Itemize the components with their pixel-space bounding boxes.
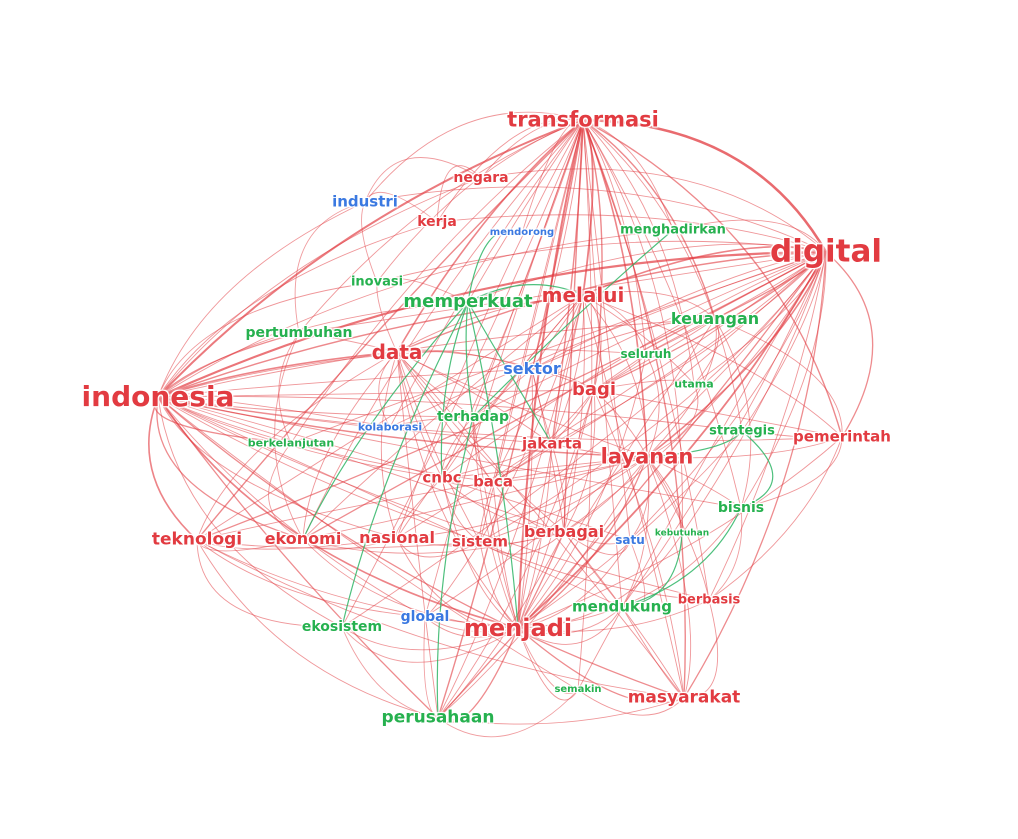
- node-global[interactable]: global: [400, 609, 450, 625]
- node-kebutuhan[interactable]: kebutuhan: [654, 528, 710, 539]
- node-indonesia[interactable]: indonesia: [81, 380, 235, 413]
- node-digital[interactable]: digital: [770, 233, 882, 270]
- node-layanan[interactable]: layanan: [600, 444, 694, 469]
- node-jakarta[interactable]: jakarta: [521, 434, 583, 453]
- node-memperkuat[interactable]: memperkuat: [403, 291, 533, 312]
- node-nasional[interactable]: nasional: [359, 528, 435, 547]
- node-mendorong[interactable]: mendorong: [489, 227, 555, 238]
- node-berbasis[interactable]: berbasis: [677, 592, 741, 608]
- node-negara[interactable]: negara: [453, 170, 509, 186]
- node-kerja[interactable]: kerja: [417, 214, 457, 230]
- node-pemerintah[interactable]: pemerintah: [793, 427, 891, 446]
- node-baca[interactable]: baca: [473, 472, 513, 491]
- node-teknologi[interactable]: teknologi: [151, 529, 243, 550]
- node-seluruh[interactable]: seluruh: [620, 347, 672, 361]
- node-cnbc[interactable]: cnbc: [422, 468, 462, 487]
- node-pertumbuhan[interactable]: pertumbuhan: [245, 325, 353, 341]
- node-ekonomi[interactable]: ekonomi: [264, 529, 342, 548]
- node-industri[interactable]: industri: [332, 192, 398, 211]
- node-kolaborasi[interactable]: kolaborasi: [357, 420, 423, 434]
- node-melalui[interactable]: melalui: [541, 283, 625, 307]
- node-menghadirkan[interactable]: menghadirkan: [620, 222, 726, 238]
- node-sistem[interactable]: sistem: [452, 532, 508, 551]
- node-keuangan[interactable]: keuangan: [670, 309, 760, 328]
- node-semakin[interactable]: semakin: [554, 684, 602, 695]
- node-strategis[interactable]: strategis: [709, 423, 775, 439]
- node-ekosistem[interactable]: ekosistem: [301, 619, 383, 635]
- node-inovasi[interactable]: inovasi: [350, 274, 404, 290]
- node-perusahaan[interactable]: perusahaan: [381, 707, 495, 728]
- node-bisnis[interactable]: bisnis: [717, 500, 765, 516]
- node-bagi[interactable]: bagi: [571, 379, 617, 400]
- node-terhadap[interactable]: terhadap: [437, 409, 509, 425]
- node-sektor[interactable]: sektor: [503, 359, 561, 378]
- node-berbagai[interactable]: berbagai: [523, 522, 605, 541]
- node-utama[interactable]: utama: [674, 377, 714, 391]
- node-masyarakat[interactable]: masyarakat: [627, 687, 741, 708]
- node-transformasi[interactable]: transformasi: [507, 107, 659, 132]
- node-berkelanjutan[interactable]: berkelanjutan: [247, 436, 335, 450]
- node-satu[interactable]: satu: [615, 533, 645, 547]
- node-data[interactable]: data: [371, 340, 423, 364]
- node-menjadi[interactable]: menjadi: [463, 614, 573, 642]
- node-mendukung[interactable]: mendukung: [572, 597, 672, 616]
